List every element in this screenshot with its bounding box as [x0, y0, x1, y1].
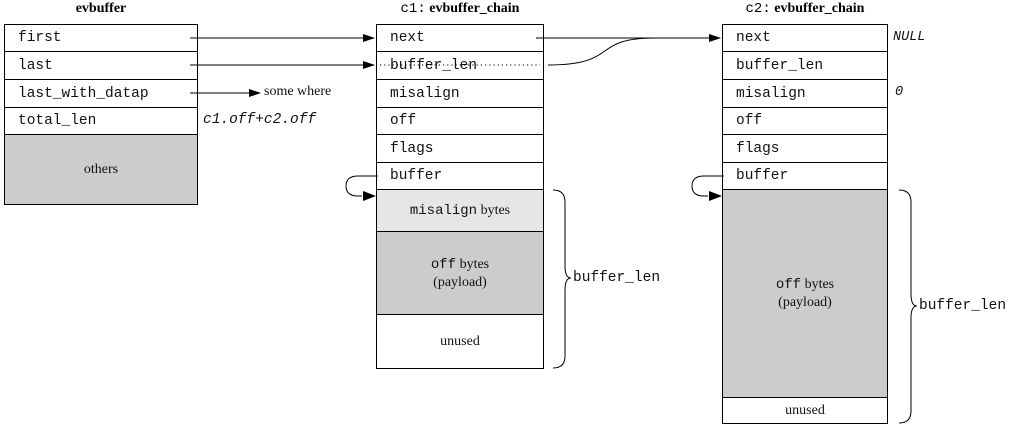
evbuffer-title: evbuffer	[4, 1, 198, 17]
total-len-value: c1.off+c2.off	[203, 112, 317, 128]
c2-next-null-value: NULL	[893, 30, 926, 45]
c1-misalign-text: bytes	[477, 202, 511, 218]
c2-field-buffer: buffer	[723, 163, 887, 190]
c1-title: c1: evbuffer_chain	[376, 1, 544, 17]
evbuffer-field-total-len: total_len	[5, 108, 197, 135]
c1-buffer-loop	[345, 175, 378, 197]
evbuffer-title-text: evbuffer	[75, 1, 127, 16]
c2-buffer-loop-arrowhead	[709, 191, 722, 201]
c1-off-payload: (payload)	[433, 274, 487, 290]
c1-off-text: bytes	[456, 256, 490, 272]
c1-field-next: next	[377, 25, 543, 52]
c2-chain-struct: next buffer_len misalign off flags buffe…	[722, 24, 888, 424]
c1-misalign-block: misalign bytes	[377, 190, 543, 232]
c1-field-buffer-len: buffer_len	[377, 52, 543, 80]
evbuffer-others-block: others	[5, 135, 197, 204]
c2-field-flags: flags	[723, 135, 887, 163]
evbuffer-field-last: last	[5, 52, 197, 80]
c2-unused-block: unused	[785, 403, 825, 418]
c1-buffer-loop-arrowhead	[363, 191, 376, 201]
c2-title: c2: evbuffer_chain	[722, 1, 888, 17]
c1-field-misalign: misalign	[377, 80, 543, 108]
evbuffer-field-first: first	[5, 25, 197, 52]
c1-field-buffer: buffer	[377, 163, 543, 190]
c2-field-buffer-len: buffer_len	[723, 52, 887, 80]
c1-title-text: evbuffer_chain	[429, 1, 520, 16]
c1-buffer-len-brace	[552, 189, 572, 369]
c2-title-prefix: c2:	[745, 1, 771, 17]
c1-field-off: off	[377, 108, 543, 135]
c2-buffer-len-brace	[898, 189, 918, 424]
c2-off-block: off bytes (payload)	[723, 190, 887, 398]
c1-title-prefix: c1:	[400, 1, 426, 17]
evbuffer-struct: first last last_with_datap total_len oth…	[4, 24, 198, 205]
c1-field-flags: flags	[377, 135, 543, 163]
c1-chain-struct: next buffer_len misalign off flags buffe…	[376, 24, 544, 369]
c1-brace-label: buffer_len	[573, 270, 661, 286]
c1-misalign-code: misalign	[409, 202, 478, 219]
c2-off-code: off	[775, 277, 802, 293]
c2-field-next: next	[723, 25, 887, 52]
c2-field-off: off	[723, 108, 887, 135]
c2-off-text: bytes	[801, 277, 835, 292]
c2-buffer-loop	[691, 175, 724, 197]
c2-misalign-zero-value: 0	[895, 85, 904, 100]
c2-brace-label: buffer_len	[919, 298, 1007, 314]
c1-off-code: off	[430, 256, 457, 273]
curve-last-to-c2	[547, 37, 690, 66]
some-where-label: some where	[264, 84, 332, 99]
c2-off-payload: (payload)	[778, 295, 832, 310]
c1-unused-block: unused	[440, 334, 480, 349]
c2-title-text: evbuffer_chain	[774, 1, 865, 16]
evbuffer-field-last-with-datap: last_with_datap	[5, 80, 197, 108]
c1-off-block: off bytes (payload)	[377, 232, 543, 315]
c2-field-misalign: misalign	[723, 80, 887, 108]
